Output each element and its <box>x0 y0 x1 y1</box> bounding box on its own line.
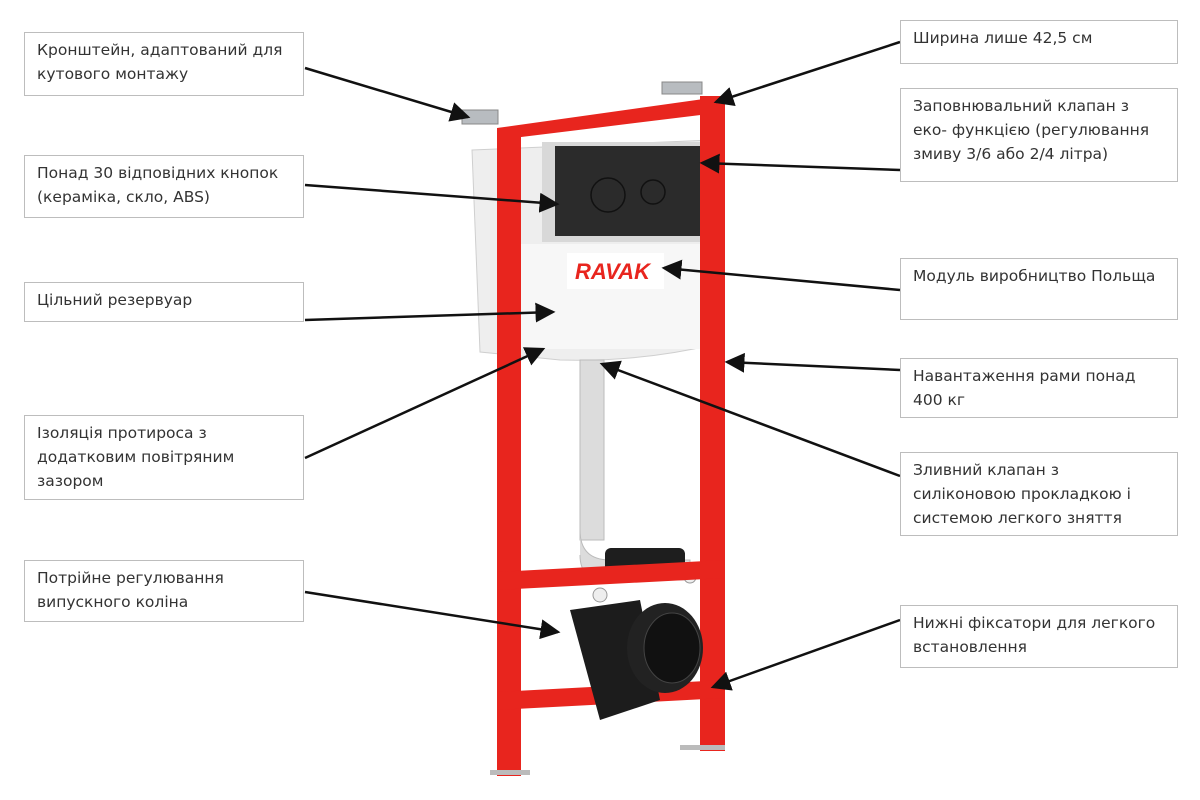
callout-tank: Цільний резервуар <box>24 282 304 322</box>
callout-width: Ширина лише 42,5 см <box>900 20 1178 64</box>
cistern: RAVAK <box>471 139 713 361</box>
callout-buttons: Понад 30 відповідних кнопок (кераміка, с… <box>24 155 304 218</box>
callout-drain-valve: Зливний клапан з силіконовою прокладкою … <box>900 452 1178 536</box>
callout-arrows <box>304 40 901 691</box>
outlet-elbow <box>570 587 703 720</box>
flush-plate <box>555 146 701 236</box>
callout-fixators: Нижні фіксатори для легкого встановлення <box>900 605 1178 668</box>
callout-fill-valve: Заповнювальний клапан з еко- функцією (р… <box>900 88 1178 182</box>
bracket-left <box>461 81 703 125</box>
callout-load: Навантаження рами понад 400 кг <box>900 358 1178 418</box>
callout-module: Модуль виробництво Польща <box>900 258 1178 320</box>
callout-elbow: Потрійне регулювання випускного коліна <box>24 560 304 622</box>
callout-insulation: Ізоляція протироса з додатковим повітрян… <box>24 415 304 500</box>
callout-bracket: Кронштейн, адаптований для кутового монт… <box>24 32 304 96</box>
ravak-logo: RAVAK <box>575 259 652 284</box>
